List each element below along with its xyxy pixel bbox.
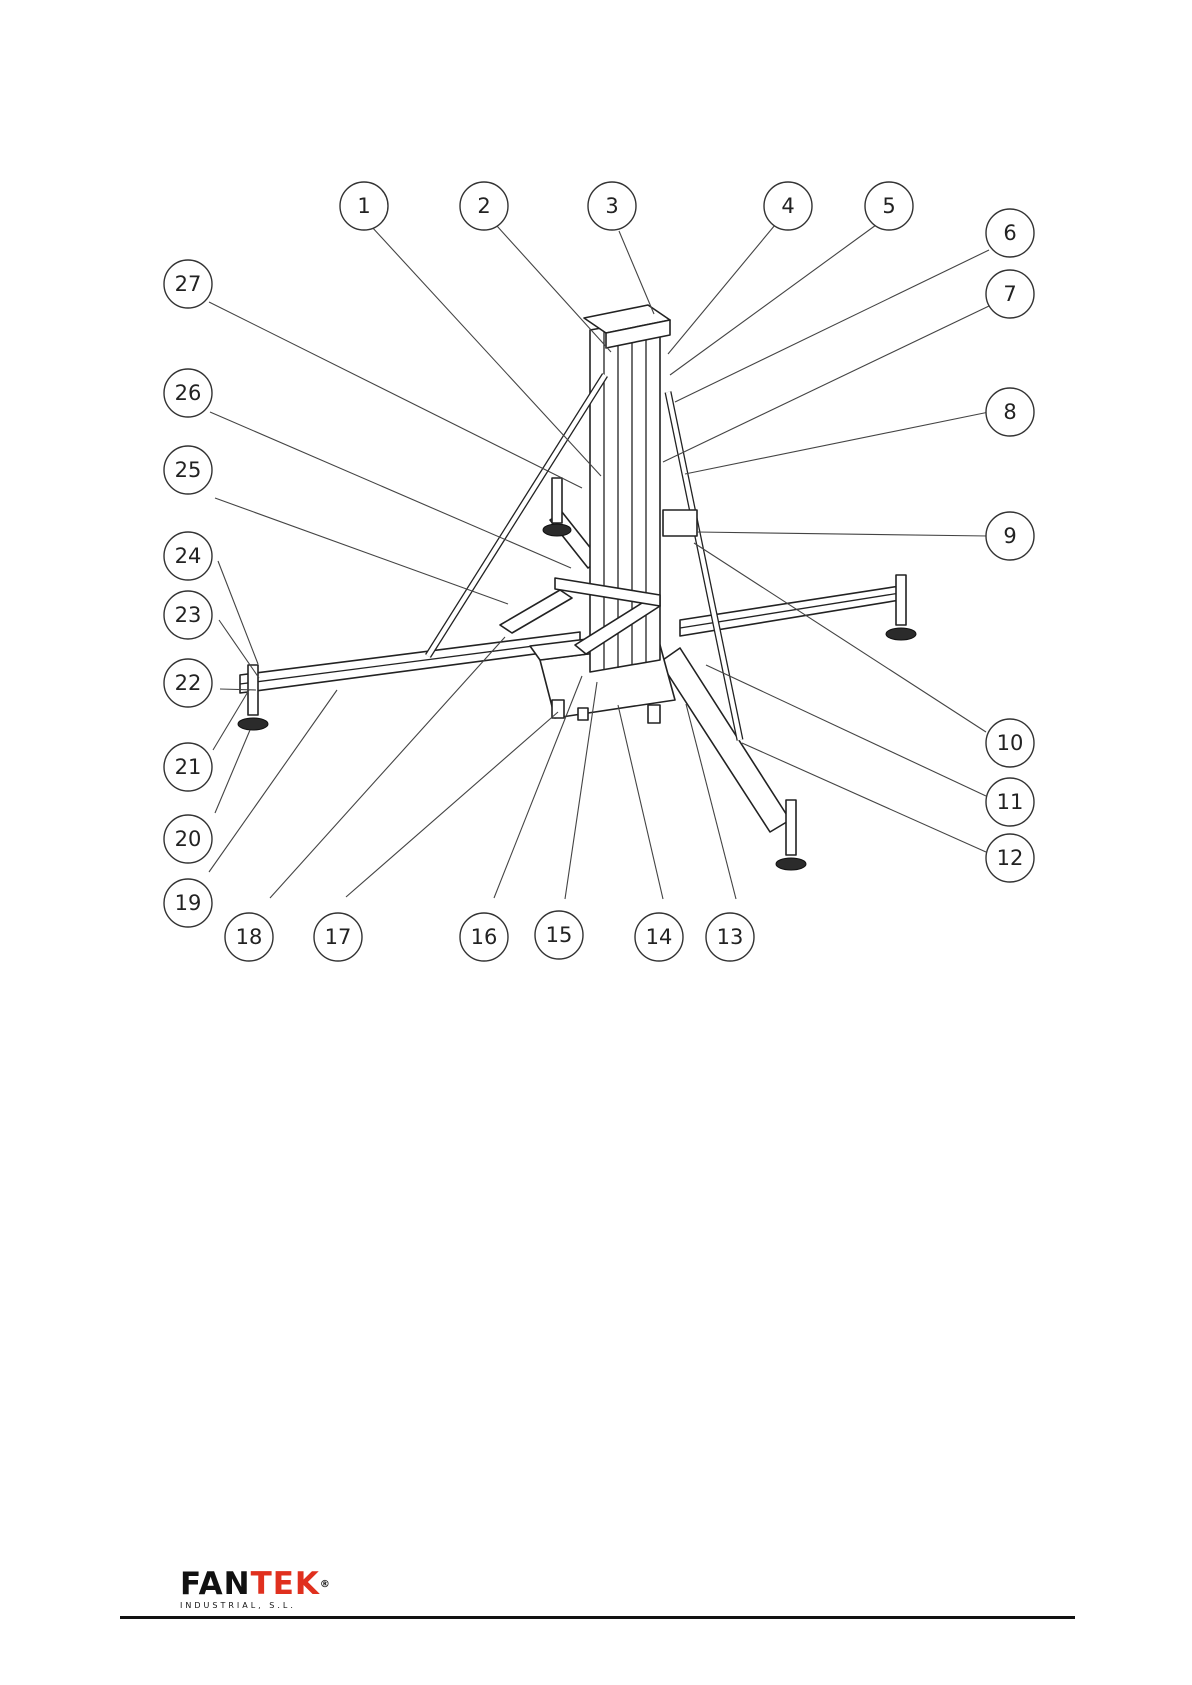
callout-9: 9: [986, 512, 1034, 560]
callout-4: 4: [764, 182, 812, 230]
svg-text:25: 25: [175, 458, 202, 482]
svg-text:4: 4: [781, 194, 794, 218]
svg-text:17: 17: [325, 925, 352, 949]
svg-text:3: 3: [605, 194, 618, 218]
page-footer: FANTEK® INDUSTRIAL, S.L.: [120, 1560, 1075, 1620]
callout-27: 27: [164, 260, 212, 308]
callout-14: 14: [635, 913, 683, 961]
svg-text:26: 26: [175, 381, 202, 405]
callout-16: 16: [460, 913, 508, 961]
callout-19: 19: [164, 879, 212, 927]
callout-21: 21: [164, 743, 212, 791]
brand-subtitle: INDUSTRIAL, S.L.: [180, 1601, 331, 1610]
callout-17: 17: [314, 913, 362, 961]
callout-11: 11: [986, 778, 1034, 826]
right-jack: [896, 575, 906, 625]
front-jack: [786, 800, 796, 855]
callout-23: 23: [164, 591, 212, 639]
callout-3: 3: [588, 182, 636, 230]
brand-logo: FANTEK® INDUSTRIAL, S.L.: [180, 1568, 331, 1610]
svg-text:6: 6: [1003, 221, 1016, 245]
svg-text:7: 7: [1003, 282, 1016, 306]
svg-text:13: 13: [717, 925, 744, 949]
brand-wordmark: FANTEK®: [180, 1568, 331, 1600]
right-foot-pad: [886, 628, 916, 640]
castor-front: [578, 708, 588, 720]
callout-22: 22: [164, 659, 212, 707]
callout-2: 2: [460, 182, 508, 230]
callout-8: 8: [986, 388, 1034, 436]
exploded-parts-diagram: 1 2 3 4 5 6 7 8 9 10 11 12 13 14 15 16 1…: [0, 0, 1192, 1000]
footer-divider: [120, 1616, 1075, 1619]
callout-7: 7: [986, 270, 1034, 318]
svg-text:21: 21: [175, 755, 202, 779]
front-foot-pad: [776, 858, 806, 870]
svg-text:27: 27: [175, 272, 202, 296]
svg-text:24: 24: [175, 544, 202, 568]
callout-24: 24: [164, 532, 212, 580]
callout-20: 20: [164, 815, 212, 863]
callout-6: 6: [986, 209, 1034, 257]
callout-5: 5: [865, 182, 913, 230]
callout-1: 1: [340, 182, 388, 230]
svg-text:22: 22: [175, 671, 202, 695]
callout-13: 13: [706, 913, 754, 961]
left-foot-pad: [238, 718, 268, 730]
svg-text:12: 12: [997, 846, 1024, 870]
svg-text:20: 20: [175, 827, 202, 851]
svg-text:2: 2: [477, 194, 490, 218]
callout-15: 15: [535, 911, 583, 959]
svg-text:8: 8: [1003, 400, 1016, 424]
svg-text:23: 23: [175, 603, 202, 627]
callout-25: 25: [164, 446, 212, 494]
svg-text:5: 5: [882, 194, 895, 218]
callout-12: 12: [986, 834, 1034, 882]
castor-right: [648, 705, 660, 723]
svg-text:19: 19: [175, 891, 202, 915]
callout-18: 18: [225, 913, 273, 961]
rear-jack: [552, 478, 562, 523]
svg-text:10: 10: [997, 731, 1024, 755]
winch: [663, 510, 697, 536]
callout-10: 10: [986, 719, 1034, 767]
fork-left: [500, 590, 572, 633]
svg-text:18: 18: [236, 925, 263, 949]
rear-foot-pad: [543, 524, 571, 536]
svg-text:14: 14: [646, 925, 673, 949]
svg-text:1: 1: [357, 194, 370, 218]
svg-text:9: 9: [1003, 524, 1016, 548]
svg-text:11: 11: [997, 790, 1024, 814]
callout-26: 26: [164, 369, 212, 417]
svg-text:16: 16: [471, 925, 498, 949]
svg-text:15: 15: [546, 923, 573, 947]
